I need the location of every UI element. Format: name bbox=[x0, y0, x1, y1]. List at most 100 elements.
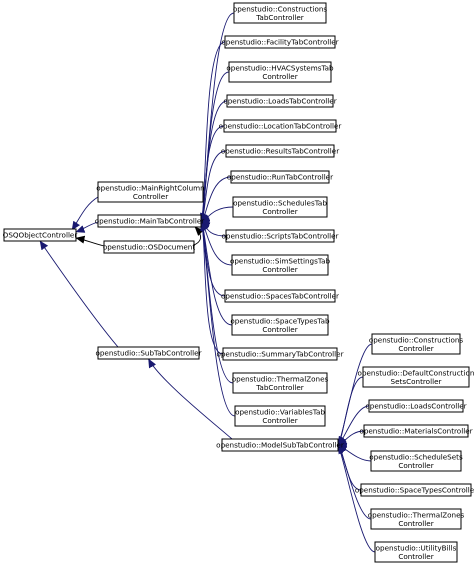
node-runtabcontroller: openstudio::RunTabController bbox=[227, 170, 333, 184]
node-model-schedulesetscontroller-box bbox=[370, 450, 462, 472]
node-model-thermalzonescontroller-label: openstudio::ThermalZones bbox=[368, 510, 465, 519]
node-variablestabcontroller-label: Controller bbox=[262, 416, 297, 425]
node-resultstabcontroller-label: openstudio::ResultsTabController bbox=[221, 147, 339, 156]
node-facilitytabcontroller: openstudio::FacilityTabController bbox=[221, 35, 339, 49]
edge-maintab-child-7 bbox=[200, 206, 234, 225]
node-thermalzonestabcontroller-box bbox=[232, 372, 328, 394]
node-subtabcontroller-box bbox=[97, 346, 200, 360]
node-model-defaultconstructionsetscontroller: openstudio::DefaultConstructionSetsContr… bbox=[358, 366, 474, 388]
node-summarytabcontroller-box bbox=[222, 347, 338, 361]
node-variablestabcontroller-label: openstudio::VariablesTab bbox=[235, 407, 325, 416]
node-constructionstabcontroller-label: openstudio::Constructions bbox=[233, 4, 328, 13]
node-loadstabcontroller-label: openstudio::LoadsTabController bbox=[223, 97, 336, 106]
node-spacetypestabcontroller-label: openstudio::SpaceTypesTab bbox=[230, 316, 330, 325]
node-modelsubtabcontroller-box bbox=[221, 438, 339, 452]
node-thermalzonestabcontroller-label: TabController bbox=[255, 383, 304, 392]
node-loadstabcontroller-box bbox=[226, 94, 334, 108]
node-thermalzonestabcontroller-label: openstudio::ThermalZones bbox=[232, 374, 329, 383]
node-osdocument-box bbox=[103, 240, 195, 254]
edge-modelsubtab-child-6 bbox=[337, 444, 372, 520]
node-model-spacetypescontroller-box bbox=[360, 483, 472, 497]
node-modelsubtabcontroller: openstudio::ModelSubTabController bbox=[216, 438, 344, 452]
nodes-layer: OSQObjectController openstudio::MainRight… bbox=[3, 2, 474, 563]
node-locationtabcontroller-label: openstudio::LocationTabController bbox=[219, 122, 342, 131]
node-hvacsystemstabcontroller-box bbox=[228, 61, 332, 83]
node-osdocument-label: openstudio::OSDocument bbox=[103, 243, 195, 252]
node-summarytabcontroller: openstudio::SummaryTabController bbox=[216, 347, 344, 361]
node-variablestabcontroller-box bbox=[234, 405, 326, 427]
node-maintabcontroller-box bbox=[97, 214, 202, 228]
node-osqobjectcontroller-box bbox=[3, 228, 77, 242]
node-maintabcontroller-label: openstudio::MainTabController bbox=[95, 217, 205, 226]
node-spacestabcontroller-box bbox=[224, 289, 336, 303]
node-model-utilitybillscontroller-label: Controller bbox=[398, 552, 433, 561]
node-model-utilitybillscontroller-box bbox=[374, 541, 458, 563]
node-osqobjectcontroller: OSQObjectController bbox=[3, 228, 78, 242]
node-model-materialscontroller-box bbox=[363, 424, 469, 438]
edge-maintab-to-root bbox=[75, 221, 99, 233]
node-model-defaultconstructionsetscontroller-label: SetsController bbox=[391, 377, 442, 386]
node-model-thermalzonescontroller-label: Controller bbox=[398, 519, 433, 528]
node-model-schedulesetscontroller-label: Controller bbox=[398, 461, 433, 470]
node-model-loadscontroller-label: openstudio::LoadsController bbox=[365, 402, 466, 411]
node-model-spacetypescontroller-label: openstudio::SpaceTypesController bbox=[355, 486, 474, 495]
node-model-loadscontroller-box bbox=[368, 399, 464, 413]
node-osqobjectcontroller-label: OSQObjectController bbox=[3, 231, 78, 240]
edge-osdocument-to-maintab bbox=[193, 226, 204, 246]
edge-modelsubtab-child-7 bbox=[337, 444, 376, 553]
node-model-defaultconstructionsetscontroller-label: openstudio::DefaultConstruction bbox=[358, 368, 474, 377]
node-model-defaultconstructionsetscontroller-box bbox=[362, 366, 470, 388]
node-modelsubtabcontroller-label: openstudio::ModelSubTabController bbox=[216, 441, 344, 450]
node-mainrightcolumn-controller-label: Controller bbox=[133, 192, 168, 201]
node-model-spacetypescontroller: openstudio::SpaceTypesController bbox=[355, 483, 474, 497]
edge-modelsubtab-to-subtab bbox=[148, 358, 233, 440]
node-maintabcontroller: openstudio::MainTabController bbox=[95, 214, 205, 228]
node-scriptstabcontroller-box bbox=[225, 229, 335, 243]
node-model-constructionscontroller-label: openstudio::Constructions bbox=[369, 335, 464, 344]
node-runtabcontroller-label: openstudio::RunTabController bbox=[227, 173, 333, 182]
node-runtabcontroller-box bbox=[230, 170, 330, 184]
node-subtabcontroller: openstudio::SubTabController bbox=[95, 346, 202, 360]
edge-subtab-to-root bbox=[39, 240, 119, 348]
node-constructionstabcontroller-label: TabController bbox=[255, 13, 304, 22]
node-model-utilitybillscontroller-label: openstudio::UtilityBills bbox=[376, 543, 457, 552]
node-locationtabcontroller-box bbox=[223, 119, 337, 133]
edge-mainrightcolumn-to-root bbox=[71, 196, 99, 231]
node-resultstabcontroller: openstudio::ResultsTabController bbox=[221, 144, 339, 158]
node-model-constructionscontroller-label: Controller bbox=[398, 344, 433, 353]
node-locationtabcontroller: openstudio::LocationTabController bbox=[219, 119, 342, 133]
node-spacetypestabcontroller-box bbox=[231, 314, 329, 336]
node-scriptstabcontroller: openstudio::ScriptsTabController bbox=[222, 229, 339, 243]
node-spacestabcontroller-label: openstudio::SpacesTabController bbox=[221, 292, 339, 301]
node-model-materialscontroller-label: openstudio::MaterialsController bbox=[359, 427, 472, 436]
node-scriptstabcontroller-label: openstudio::ScriptsTabController bbox=[222, 232, 339, 241]
node-spacetypestabcontroller-label: Controller bbox=[262, 325, 297, 334]
edges-layer bbox=[39, 12, 376, 553]
node-mainrightcolumn-controller-box bbox=[97, 181, 204, 203]
node-facilitytabcontroller-box bbox=[224, 35, 336, 49]
node-schedulestabcontroller-label: Controller bbox=[262, 207, 297, 216]
node-osdocument: openstudio::OSDocument bbox=[103, 240, 195, 254]
node-model-thermalzonescontroller-box bbox=[370, 508, 462, 530]
node-model-loadscontroller: openstudio::LoadsController bbox=[365, 399, 467, 413]
node-resultstabcontroller-box bbox=[225, 144, 335, 158]
edge-osdocument-to-root bbox=[75, 235, 105, 247]
node-simsettingstabcontroller-label: openstudio::SimSettingsTab bbox=[230, 256, 330, 265]
node-schedulestabcontroller-label: openstudio::SchedulesTab bbox=[233, 198, 327, 207]
node-model-materialscontroller: openstudio::MaterialsController bbox=[359, 424, 473, 438]
node-model-constructionscontroller-box bbox=[371, 333, 461, 355]
node-facilitytabcontroller-label: openstudio::FacilityTabController bbox=[221, 38, 338, 47]
